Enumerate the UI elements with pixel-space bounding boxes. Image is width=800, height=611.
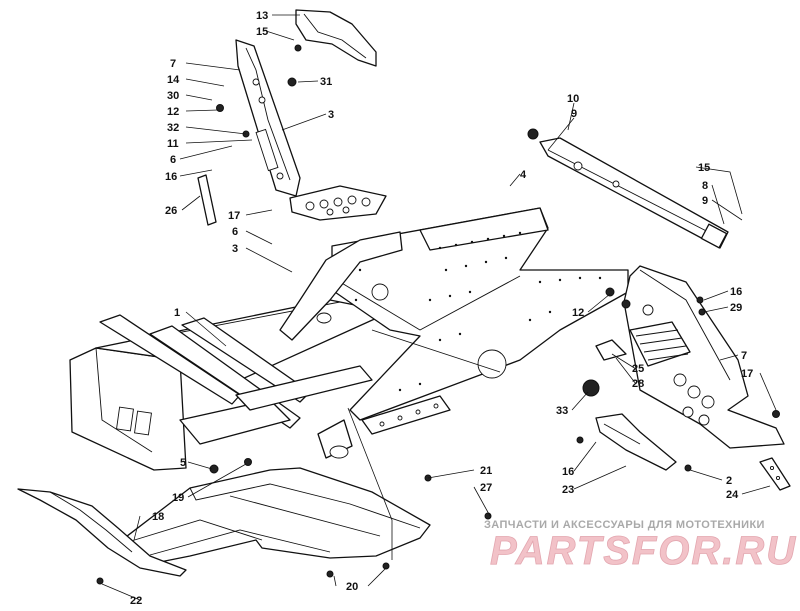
callout-30: 30 [167, 90, 179, 102]
callout-31: 31 [320, 76, 332, 88]
callout-16a: 16 [165, 171, 177, 183]
leader-lines [101, 14, 777, 601]
callout-7a: 7 [170, 58, 176, 70]
watermark-brand: PARTSFOR.RU [490, 529, 797, 573]
callout-9a: 9 [571, 108, 577, 120]
watermark: ЗАПЧАСТИ И АКСЕССУАРЫ ДЛЯ МОТОТЕХНИКИ PA… [484, 519, 797, 573]
callout-16c: 16 [562, 466, 574, 478]
callout-3b: 3 [232, 243, 238, 255]
rear-bumper-shaft [527, 128, 729, 249]
callout-21: 21 [480, 465, 492, 477]
callout-6b: 6 [232, 226, 238, 238]
callout-32: 32 [167, 122, 179, 134]
callout-8: 8 [702, 180, 708, 192]
callout-1: 1 [174, 307, 180, 319]
callout-27: 27 [480, 482, 492, 494]
callout-10: 10 [567, 93, 579, 105]
callout-26: 26 [165, 205, 177, 217]
callout-19: 19 [172, 492, 184, 504]
callout-17a: 17 [228, 210, 240, 222]
callout-25: 25 [632, 363, 644, 375]
front-bracket [595, 265, 785, 449]
callout-18: 18 [152, 511, 164, 523]
rivet-pattern [354, 231, 602, 392]
callout-24: 24 [726, 489, 739, 501]
callout-7b: 7 [741, 350, 747, 362]
callout-20: 20 [346, 581, 358, 593]
callout-12a: 12 [167, 106, 179, 118]
callout-13: 13 [256, 10, 268, 22]
callout-4: 4 [520, 169, 527, 181]
callout-15b: 15 [698, 162, 710, 174]
callout-23: 23 [562, 484, 574, 496]
callout-9b: 9 [702, 195, 708, 207]
callout-3a: 3 [328, 109, 334, 121]
callout-labels: 13 15 7 14 30 12 32 11 6 16 26 31 3 17 6… [130, 10, 753, 607]
callout-17b: 17 [741, 368, 753, 380]
callout-6a: 6 [170, 154, 176, 166]
callout-16b: 16 [730, 286, 742, 298]
skid-plate [117, 467, 431, 563]
callout-14: 14 [167, 74, 180, 86]
callout-29: 29 [730, 302, 742, 314]
steering-post [197, 9, 387, 226]
callout-15a: 15 [256, 26, 268, 38]
callout-2: 2 [726, 475, 732, 487]
lower-bracket-23 [595, 413, 677, 471]
hardware [96, 44, 780, 585]
chassis-frame [69, 207, 629, 471]
callout-28: 28 [632, 378, 644, 390]
callout-5: 5 [180, 457, 186, 469]
front-skid-guard [17, 488, 187, 577]
callout-12b: 12 [572, 307, 584, 319]
watermark-caption: ЗАПЧАСТИ И АКСЕССУАРЫ ДЛЯ МОТОТЕХНИКИ [484, 519, 765, 531]
callout-33: 33 [556, 405, 568, 417]
callout-22: 22 [130, 595, 142, 607]
callout-11: 11 [167, 138, 179, 150]
strap-24 [759, 457, 791, 491]
